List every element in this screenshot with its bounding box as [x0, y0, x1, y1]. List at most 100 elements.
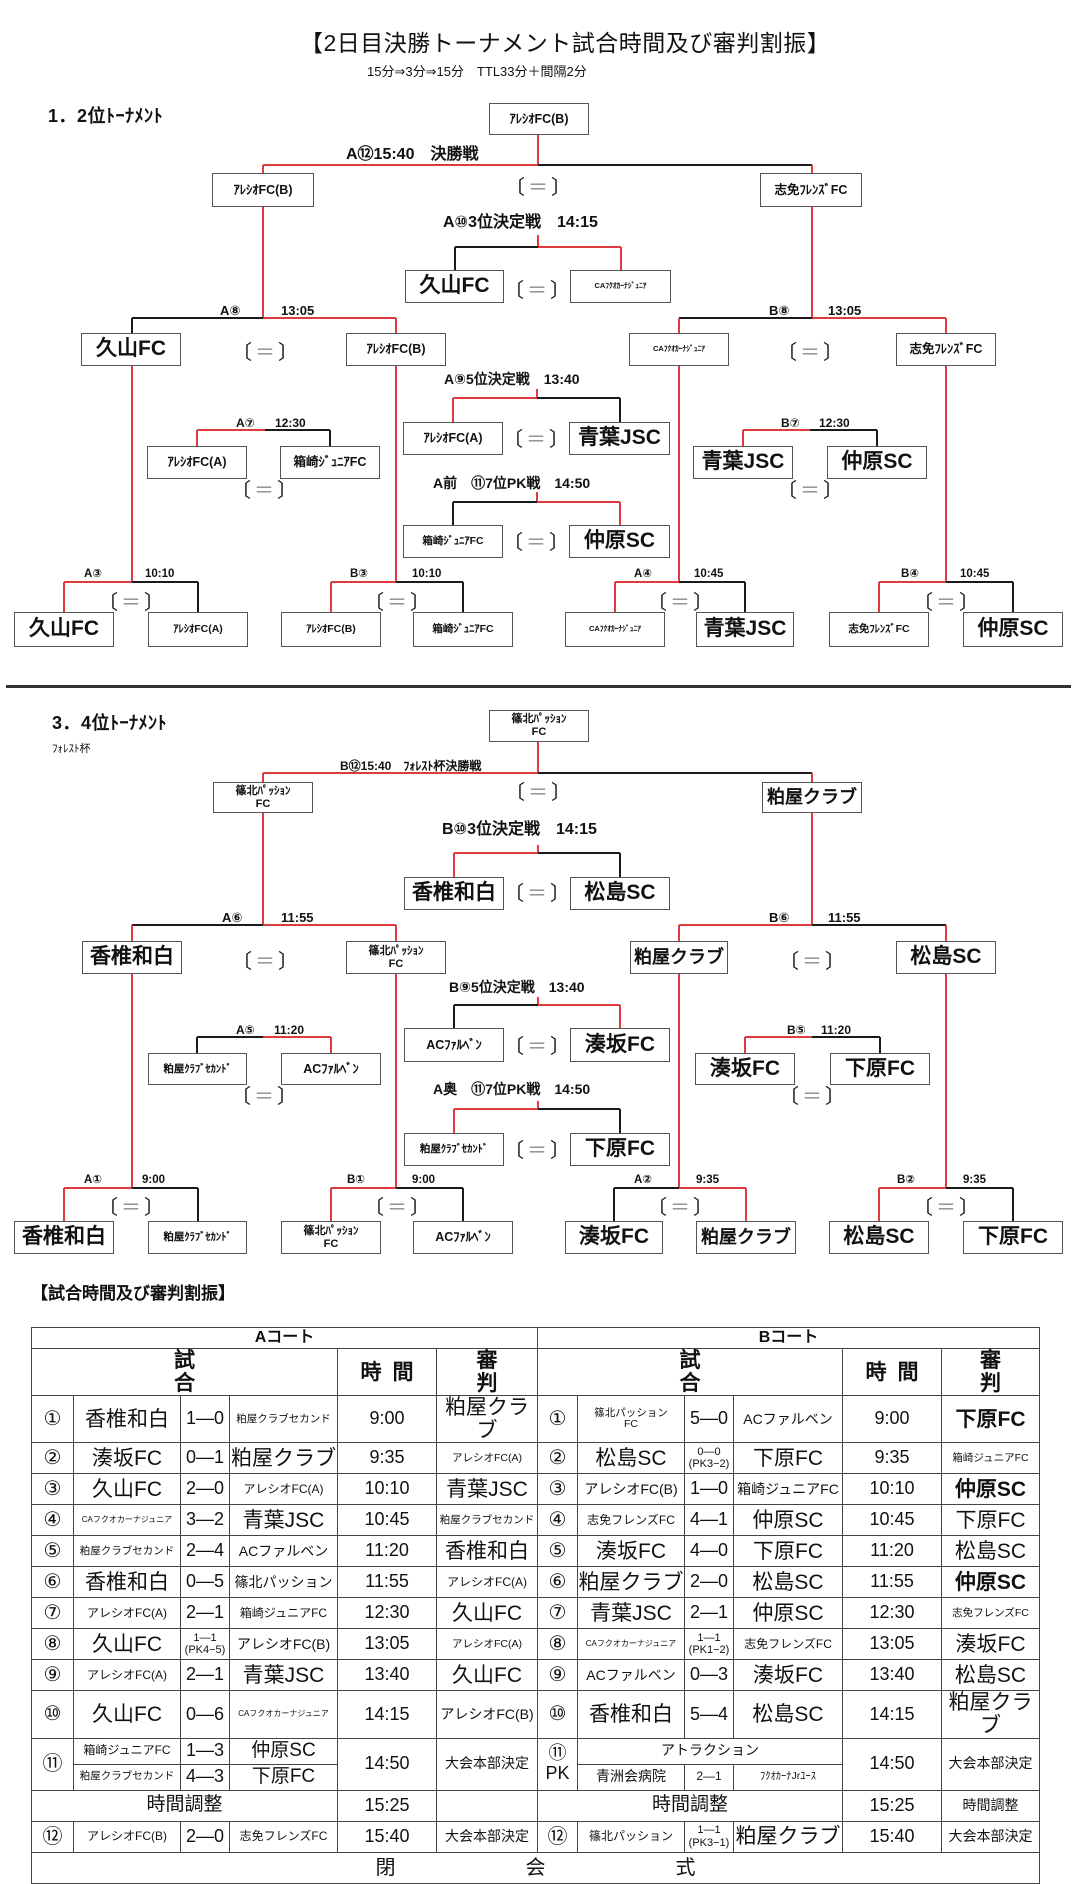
- team-box: 篠北ﾊﾟｯｼｮﾝ FC: [213, 782, 313, 813]
- match-code: B③: [350, 568, 369, 580]
- table-row: ⑧ 久山FC 1—1 (PK4−5) アレシオFC(B) 13:05 アレシオF…: [31, 1628, 1040, 1661]
- score-cell: 0—6: [180, 1690, 230, 1739]
- score-placeholder: 〔＝〕: [505, 781, 571, 805]
- bracket-close: 〕: [550, 1140, 570, 1162]
- bracket-close: 〕: [551, 782, 571, 804]
- team-box: 下原FC: [963, 1221, 1063, 1254]
- time-cell: 11:20: [842, 1535, 942, 1568]
- team2-cell: 仲原SC: [733, 1597, 843, 1630]
- match-code: A⑧: [220, 303, 241, 318]
- team2-cell: 箱崎ジュニアFC: [733, 1473, 843, 1506]
- bracket-lines-tournament-1: [63, 135, 1014, 612]
- team-box: 久山FC: [81, 333, 181, 366]
- team-box: 粕屋クラブ: [762, 782, 862, 813]
- table-row: ⑦ アレシオFC(A) 2—1 箱崎ジュニアFC 12:30 久山FC ⑦ 青葉…: [31, 1597, 1040, 1630]
- champion-box: 篠北ﾊﾟｯｼｮﾝ FC: [489, 710, 589, 742]
- team-box: CAﾌｸｵｶｰﾅｼﾞｭﾆｱ: [565, 612, 665, 647]
- column-header-time: 時間: [337, 1347, 437, 1397]
- team-box: 松島SC: [829, 1221, 929, 1254]
- equals-sign: ＝: [527, 1140, 547, 1162]
- time-cell: 9:35: [337, 1442, 437, 1475]
- referee-cell: 粕屋クラブ: [436, 1395, 538, 1444]
- bracket-close: 〕: [823, 480, 843, 502]
- bracket-open: 〔: [231, 1086, 251, 1108]
- team2-cell: 粕屋クラブ: [733, 1820, 843, 1853]
- time-cell: 9:00: [337, 1395, 437, 1444]
- time-cell: 14:50: [842, 1737, 942, 1791]
- team-box: 香椎和白: [82, 941, 182, 974]
- score-placeholder: 〔＝〕: [504, 1139, 570, 1163]
- referee-cell: アレシオFC(B): [436, 1690, 538, 1739]
- team1-cell: 湊坂FC: [577, 1535, 685, 1568]
- referee-cell: 下原FC: [941, 1395, 1040, 1444]
- score-placeholder: 〔＝〕: [232, 341, 298, 365]
- score-placeholder: 〔＝〕: [777, 479, 843, 503]
- team2-cell: 仲原SC: [229, 1737, 338, 1765]
- team1-cell: 松島SC: [577, 1442, 685, 1475]
- team2-cell: 下原FC: [733, 1442, 843, 1475]
- team-box: ｱﾚｼｵFC(A): [147, 446, 247, 479]
- team-box: 篠北ﾊﾟｯｼｮﾝ FC: [346, 941, 446, 974]
- team-box: 松島SC: [896, 941, 996, 974]
- equals-sign: ＝: [800, 480, 820, 502]
- score-placeholder: 〔＝〕: [504, 1035, 570, 1059]
- cup-name: ﾌｫﾚｽﾄ杯: [52, 743, 91, 755]
- score-cell: 1—1 (PK1−2): [684, 1628, 734, 1661]
- team-box: 湊坂FC: [565, 1221, 663, 1254]
- time-cell: 10:45: [337, 1504, 437, 1537]
- score-placeholder: 〔＝〕: [779, 1085, 845, 1109]
- table-row: ① 香椎和白 1—0 粕屋クラブセカンド 9:00 粕屋クラブ ① 篠北パッショ…: [31, 1395, 1040, 1444]
- time-cell: 12:30: [337, 1597, 437, 1630]
- bracket-open: 〔: [913, 592, 933, 614]
- match-time: 12:30: [819, 416, 850, 430]
- time-cell: 10:10: [337, 1473, 437, 1506]
- match-number: ④: [31, 1504, 74, 1537]
- bracket-open: 〔: [364, 592, 384, 614]
- team-box: 箱崎ｼﾞｭﾆｱFC: [403, 525, 503, 558]
- bracket-close: 〕: [549, 429, 569, 451]
- referee-cell: 粕屋クラブセカンド: [436, 1504, 538, 1537]
- team-box: 青葉JSC: [693, 446, 793, 479]
- bracket-open: 〔: [647, 1197, 667, 1219]
- table-row: ⑥ 香椎和白 0—5 篠北パッション 11:55 アレシオFC(A) ⑥ 粕屋ク…: [31, 1566, 1040, 1599]
- match-time: 11:20: [274, 1023, 305, 1037]
- score-cell: 2—1: [684, 1763, 734, 1791]
- score-cell: 2—1: [180, 1597, 230, 1630]
- score-cell: 0—0 (PK3−2): [684, 1442, 734, 1475]
- equals-sign: ＝: [527, 883, 547, 905]
- match-number: ⑪ PK: [537, 1737, 578, 1791]
- team1-cell: 香椎和白: [73, 1566, 181, 1599]
- time-cell: 13:05: [337, 1628, 437, 1661]
- equals-sign: ＝: [387, 1197, 407, 1219]
- bracket-open: 〔: [503, 532, 523, 554]
- team1-cell: 香椎和白: [577, 1690, 685, 1739]
- score-placeholder: 〔＝〕: [777, 341, 843, 365]
- team-box: 粕屋クラブ: [630, 941, 728, 974]
- table-row: ② 湊坂FC 0—1 粕屋クラブ 9:35 アレシオFC(A) ② 松島SC 0…: [31, 1442, 1040, 1475]
- score-placeholder: 〔＝〕: [503, 428, 569, 452]
- bracket-open: 〔: [504, 1036, 524, 1058]
- equals-sign: ＝: [255, 951, 275, 973]
- table-row-closing: 閉会式: [31, 1851, 1040, 1884]
- team1-cell: 箱崎ジュニアFC: [73, 1737, 181, 1765]
- bracket-open: 〔: [647, 592, 667, 614]
- closing-ceremony: 閉会式: [31, 1851, 1040, 1884]
- score-cell: 0—5: [180, 1566, 230, 1599]
- team-box: ｱﾚｼｵFC(A): [148, 612, 248, 647]
- team1-cell: 久山FC: [73, 1690, 181, 1739]
- time-cell: 14:50: [337, 1737, 437, 1791]
- match-number: ⑫: [31, 1820, 74, 1853]
- team2-cell: ﾌｸｵｶｰﾅJrﾕｰｽ: [733, 1763, 843, 1791]
- team-box: 青葉JSC: [569, 422, 670, 455]
- bracket-open: 〔: [98, 592, 118, 614]
- referee-cell: 仲原SC: [941, 1566, 1040, 1599]
- team-box: 香椎和白: [404, 877, 504, 910]
- match-time: 9:00: [412, 1174, 436, 1186]
- score-placeholder: 〔＝〕: [231, 1085, 297, 1109]
- team-box: 粕屋ｸﾗﾌﾞｾｶﾝﾄﾞ: [404, 1133, 504, 1166]
- equals-sign: ＝: [528, 177, 548, 199]
- match-number: ⑥: [537, 1566, 578, 1599]
- equals-sign: ＝: [526, 429, 546, 451]
- team1-cell: CAフクオカーナジュニア: [577, 1628, 685, 1661]
- bracket-open: 〔: [231, 480, 251, 502]
